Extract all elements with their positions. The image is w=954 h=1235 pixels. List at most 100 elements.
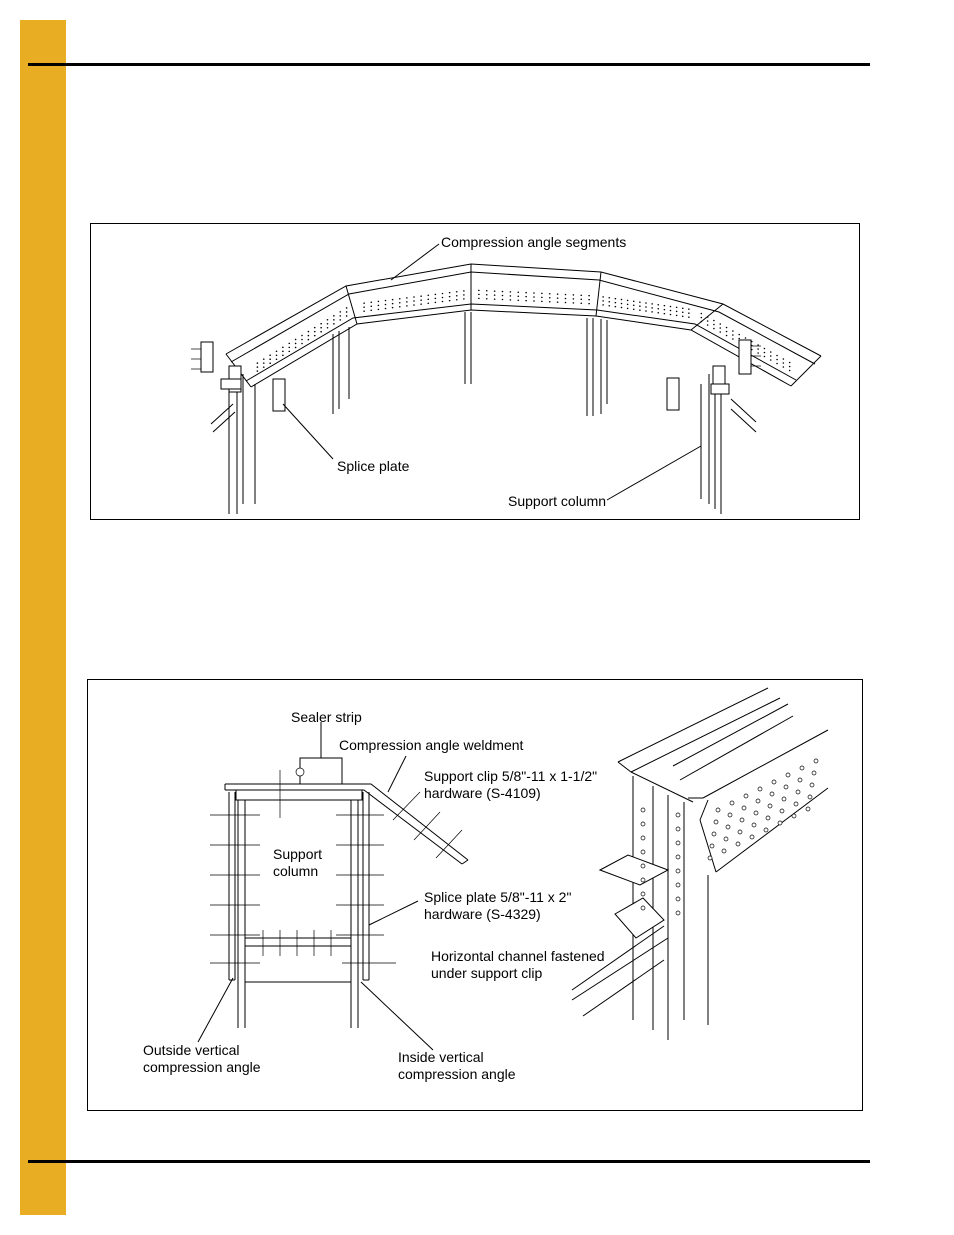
perforation-dot (614, 305, 617, 308)
perforation-dot (282, 350, 284, 353)
perforation-dot (478, 293, 480, 296)
bolt-hole (811, 770, 817, 776)
header-rule (28, 63, 870, 66)
bolt-hole (793, 801, 799, 807)
perforation-dot (608, 300, 611, 303)
perforation-dot (700, 312, 703, 315)
perforation-dot (509, 299, 512, 301)
perforation-dot (602, 304, 604, 306)
perforation-dot (275, 350, 278, 353)
perforation-dot (645, 310, 647, 312)
perforation-dot (377, 300, 380, 303)
perforation-dot (757, 348, 759, 350)
perforation-dot (706, 324, 709, 326)
perforation-dot (441, 300, 444, 303)
perforation-dot (501, 298, 504, 301)
perforation-dot (441, 296, 444, 299)
perforation-dot (719, 327, 722, 329)
perforation-dot (763, 355, 766, 358)
bolt-hole (727, 812, 733, 818)
perforation-dot (307, 330, 310, 333)
perforation-dot (377, 304, 380, 307)
perforation-dot (398, 301, 401, 304)
bolt-hole (640, 821, 646, 827)
label-support-clip-2: hardware (S-4109) (424, 785, 541, 801)
perforation-dot (663, 304, 666, 307)
perforation-dot (333, 315, 335, 317)
perforation-dot (782, 362, 785, 364)
perforation-dot (639, 301, 641, 303)
leader-support-column (606, 445, 702, 501)
perforation-dot (455, 290, 458, 293)
bolt-hole (771, 779, 777, 785)
perforation-dot (455, 298, 458, 301)
perforation-dot (307, 334, 310, 337)
perforation-dot (339, 319, 342, 321)
bolt-hole (799, 765, 805, 771)
perforation-dot (620, 302, 623, 305)
bolt-hole (779, 808, 785, 814)
perforation-dot (763, 347, 766, 350)
bolt-hole (725, 824, 731, 830)
perforation-dot (370, 309, 373, 312)
label-outside-vertical-2: compression angle (143, 1059, 261, 1075)
perforation-dot (788, 361, 791, 364)
perforation-dot (345, 315, 348, 317)
perforation-dot (326, 318, 329, 321)
bolt-hole (813, 758, 819, 764)
bolt-hole (675, 910, 681, 916)
bolt-hole (797, 777, 803, 783)
label-horizontal-channel-1: Horizontal channel fastened (431, 948, 605, 964)
bolt-hole (763, 827, 769, 833)
bolt-hole (640, 807, 646, 813)
perforation-dot (525, 299, 527, 302)
perforation-dot (525, 295, 527, 298)
perforation-dot (738, 333, 740, 336)
perforation-dot (485, 293, 488, 296)
perforation-dot (345, 307, 348, 309)
perforation-dot (320, 326, 322, 329)
footer-rule (28, 1160, 870, 1163)
perforation-dot (333, 323, 335, 325)
perforation-dot (757, 344, 759, 346)
perforation-dot (700, 320, 703, 323)
perforation-dot (463, 298, 465, 300)
perforation-dot (564, 301, 567, 304)
perforation-dot (669, 313, 672, 316)
perforation-dot (517, 295, 520, 298)
bolt-hole (675, 896, 681, 902)
perforation-dot (313, 334, 316, 337)
label-support-column-2: column (273, 863, 318, 879)
perforation-dot (688, 316, 690, 318)
perforation-dot (572, 298, 575, 300)
bolt-hole (709, 843, 715, 849)
bolt-hole (737, 829, 743, 835)
perforation-dot (688, 308, 690, 310)
perforation-dot (776, 358, 778, 361)
perforation-dot (391, 298, 394, 301)
label-compression-angle-weldment: Compression angle weldment (339, 737, 524, 753)
perforation-dot (588, 302, 590, 305)
bolt-hole (767, 803, 773, 809)
perforation-dot (320, 322, 322, 325)
perforation-dot (345, 311, 348, 313)
perforation-dot (493, 294, 496, 296)
perforation-dot (564, 293, 567, 296)
perforation-dot (493, 298, 496, 300)
perforation-dot (788, 369, 791, 372)
perforation-dot (651, 311, 653, 313)
bolt-hole (721, 848, 727, 854)
perforation-dot (626, 299, 629, 302)
perforation-dot (588, 294, 590, 297)
isometric-view (571, 687, 829, 1040)
perforation-dot (301, 342, 303, 345)
perforation-dot (427, 302, 430, 305)
perforation-dot (620, 298, 623, 301)
perforation-dot (262, 366, 265, 368)
perforation-dot (398, 305, 401, 308)
bolt-hole (675, 868, 681, 874)
bolt-hole (723, 836, 729, 842)
bolt-hole (757, 786, 763, 792)
perforation-dot (413, 304, 415, 306)
perforation-dot (269, 354, 271, 356)
